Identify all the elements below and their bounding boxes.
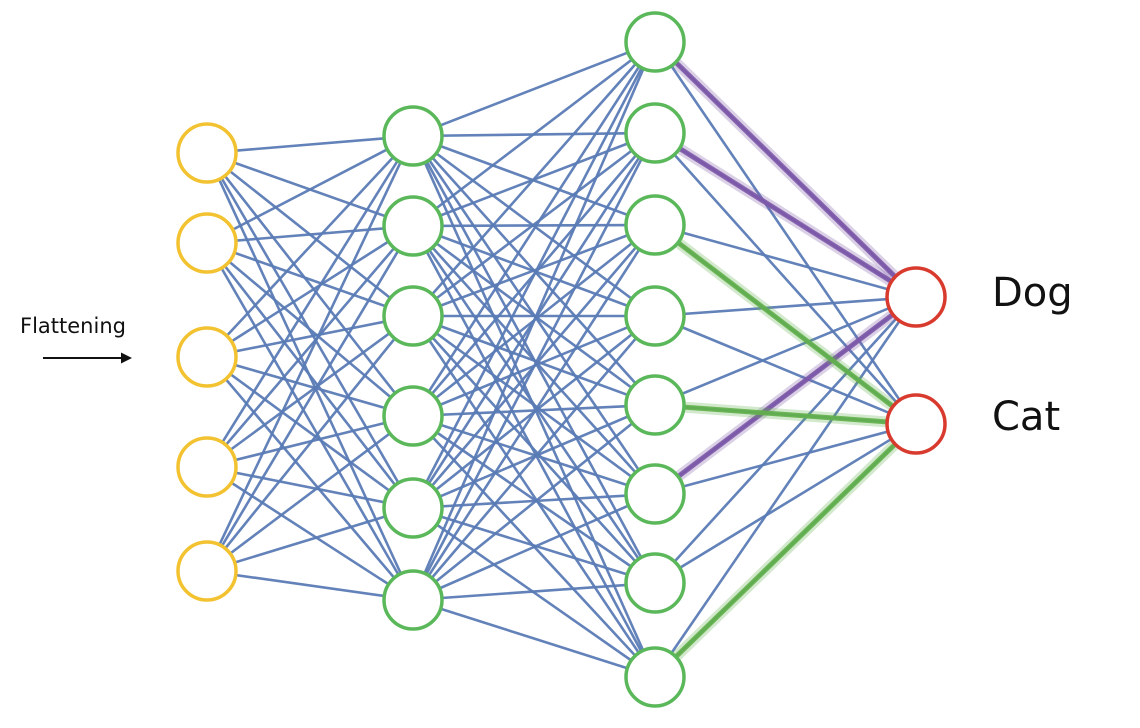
hidden1-node-2 — [382, 285, 444, 347]
highlight-edge-purple-2 — [652, 294, 919, 497]
hidden2-node-4 — [624, 374, 686, 436]
edge-hidden1-5-hidden2-5 — [411, 492, 657, 602]
highlight-edge-green-5 — [652, 421, 919, 680]
highlight-edge-purple-1 — [652, 130, 919, 300]
hidden2-node-7 — [624, 646, 686, 708]
edge-hidden1-5-hidden2-4 — [411, 403, 657, 602]
hidden1-node-3 — [382, 385, 444, 447]
highlighted-connection-edges — [649, 36, 922, 683]
edge-hidden1-5-hidden2-0 — [411, 40, 657, 602]
edge-hidden1-5-hidden2-6 — [411, 581, 657, 602]
edge-input-0-hidden1-3 — [205, 151, 415, 418]
edge-hidden1-5-hidden2-1 — [411, 131, 657, 602]
edge-input-2-hidden1-1 — [205, 224, 415, 359]
edge-hidden1-1-hidden2-0 — [411, 40, 657, 228]
edge-hidden1-2-hidden2-1 — [411, 131, 657, 318]
edge-input-1-hidden1-5 — [205, 241, 415, 602]
hidden2-node-6 — [624, 552, 686, 614]
edge-input-1-hidden1-4 — [205, 241, 415, 510]
edge-input-4-hidden1-2 — [205, 314, 415, 573]
input-node-2 — [176, 326, 238, 388]
edge-hidden2-1-output-1 — [653, 131, 918, 426]
edge-input-0-hidden1-0 — [205, 134, 415, 155]
edge-input-2-hidden1-3 — [205, 355, 415, 418]
hidden2-node-2 — [624, 194, 686, 256]
edge-hidden2-7-output-0 — [653, 295, 918, 679]
flattening-label: Flattening — [20, 314, 126, 338]
edge-input-2-hidden1-0 — [205, 134, 415, 359]
edge-hidden2-2-output-0 — [653, 223, 918, 299]
edge-hidden1-5-hidden2-7 — [411, 598, 657, 679]
edge-hidden1-2-hidden2-5 — [411, 314, 657, 496]
edge-hidden1-5-hidden2-3 — [411, 314, 657, 602]
input-node-4 — [176, 540, 238, 602]
edge-hidden2-3-output-1 — [653, 314, 918, 426]
edge-input-3-hidden1-4 — [205, 465, 415, 510]
edge-hidden1-2-hidden2-7 — [411, 314, 657, 679]
hidden2-node-3 — [624, 285, 686, 347]
edge-input-2-hidden1-5 — [205, 355, 415, 602]
edge-hidden2-5-output-1 — [653, 422, 918, 496]
edge-input-3-hidden1-0 — [205, 134, 415, 469]
hidden1-node-5 — [382, 569, 444, 631]
edge-input-3-hidden1-1 — [205, 224, 415, 469]
connection-edges — [205, 40, 918, 679]
edge-hidden2-6-output-1 — [653, 422, 918, 585]
edge-input-4-hidden1-4 — [205, 506, 415, 573]
edge-hidden1-4-hidden2-0 — [411, 40, 657, 510]
edge-hidden1-2-hidden2-4 — [411, 314, 657, 407]
edge-hidden1-2-hidden2-2 — [411, 223, 657, 318]
edge-input-4-hidden1-3 — [205, 414, 415, 573]
edge-input-1-hidden1-0 — [205, 134, 415, 245]
network-nodes — [176, 11, 947, 708]
hidden1-node-4 — [382, 477, 444, 539]
edge-hidden1-5-hidden2-2 — [411, 223, 657, 602]
hidden2-node-5 — [624, 463, 686, 525]
edge-input-2-hidden1-4 — [205, 355, 415, 510]
edge-input-3-hidden1-5 — [205, 465, 415, 602]
edge-hidden2-0-output-1 — [653, 40, 918, 426]
output-node-1 — [885, 393, 947, 455]
hidden2-node-1 — [624, 102, 686, 164]
input-node-0 — [176, 122, 238, 184]
edge-hidden1-3-hidden2-0 — [411, 40, 657, 418]
flattening-arrow-icon — [43, 352, 132, 364]
edge-hidden1-2-hidden2-6 — [411, 314, 657, 585]
input-node-3 — [176, 436, 238, 498]
output-label-dog: Dog — [992, 270, 1073, 316]
edge-input-4-hidden1-5 — [205, 569, 415, 602]
edge-input-3-hidden1-2 — [205, 314, 415, 469]
hidden1-node-0 — [382, 105, 444, 167]
edge-input-1-hidden1-1 — [205, 224, 415, 245]
hidden1-node-1 — [382, 195, 444, 257]
hidden2-node-0 — [624, 11, 686, 73]
output-label-cat: Cat — [992, 394, 1061, 440]
edge-input-4-hidden1-1 — [205, 224, 415, 573]
edge-input-1-hidden1-2 — [205, 241, 415, 318]
edge-hidden2-4-output-0 — [653, 295, 918, 407]
edge-hidden2-6-output-0 — [653, 295, 918, 585]
edge-input-4-hidden1-0 — [205, 134, 415, 573]
input-node-1 — [176, 212, 238, 274]
edge-input-1-hidden1-3 — [205, 241, 415, 418]
edge-hidden1-0-hidden2-0 — [411, 40, 657, 138]
output-node-0 — [885, 266, 947, 328]
edge-hidden1-2-hidden2-0 — [411, 40, 657, 318]
edge-input-2-hidden1-2 — [205, 314, 415, 359]
edge-hidden2-3-output-0 — [653, 295, 918, 318]
highlight-edge-green-3 — [652, 222, 919, 427]
highlight-edge-purple-0 — [652, 39, 919, 300]
highlight-edge-green-4 — [652, 402, 919, 427]
